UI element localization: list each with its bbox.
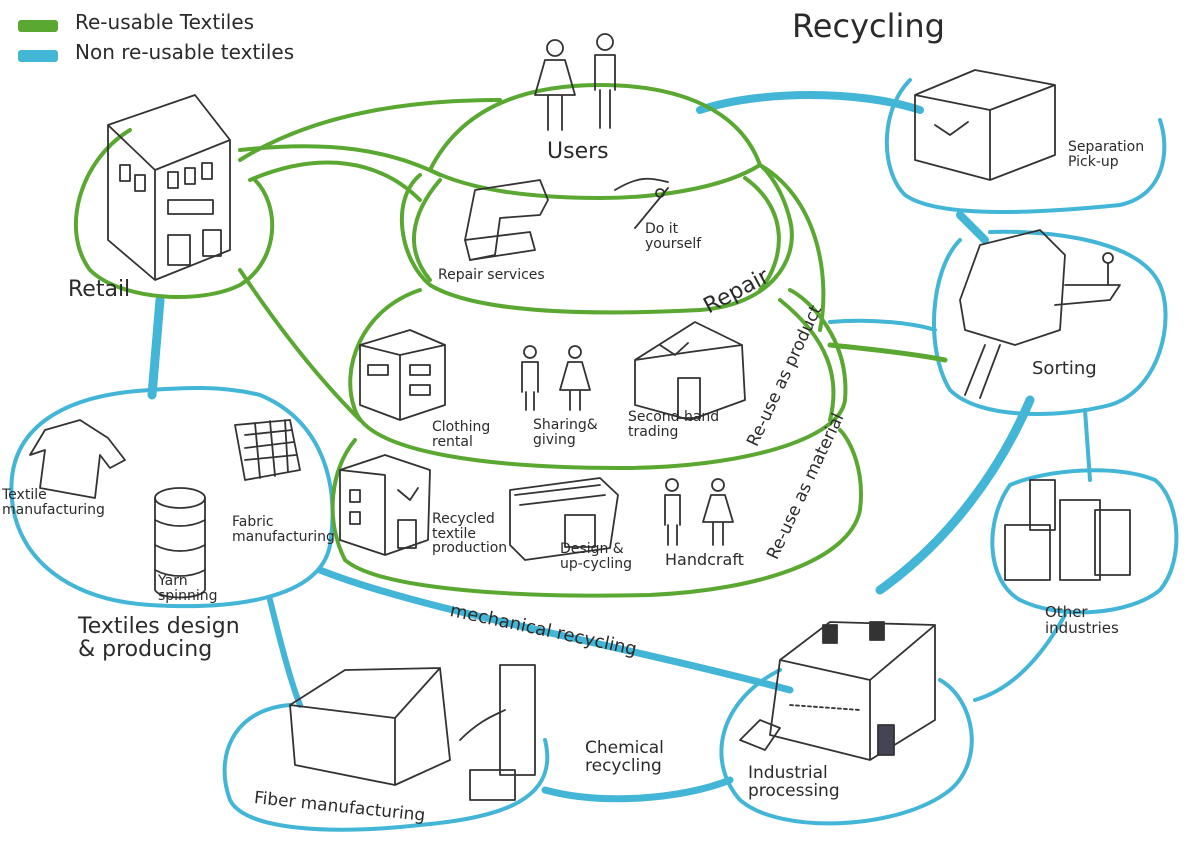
chemical-recycling-link [541, 776, 734, 803]
chemical-recycling-label: Chemical recycling [585, 738, 664, 776]
other-industries-loop [990, 468, 1179, 615]
other-industries-icon [1004, 479, 1131, 581]
textiles-design-label: Textiles design & producing [78, 614, 240, 663]
retail-to-users-link [238, 98, 502, 162]
retail-to-repair-link [248, 160, 422, 202]
separation-label: Separation Pick-up [1068, 139, 1145, 170]
retail-to-sharing-link [238, 268, 362, 422]
reusable-flows [74, 83, 948, 598]
other-industries-label: Other industries [1045, 603, 1119, 637]
repair-layer [399, 163, 794, 315]
recycle-box-icon [914, 69, 1056, 181]
handcraft-people-icon [664, 478, 734, 546]
rental-building-icon [359, 329, 446, 421]
retail-to-design-link [147, 295, 165, 400]
non-reusable-flows [9, 78, 1179, 832]
legend-reusable-label: Re-usable Textiles [75, 10, 255, 34]
factory-icon [739, 621, 936, 761]
diy-label: Do it yourself [645, 221, 702, 252]
second-hand-label: Second hand trading [628, 409, 720, 440]
building-icon [107, 94, 231, 281]
sharing-label: Sharing& giving [533, 417, 598, 448]
legend-nonreusable-label: Non re-usable textiles [75, 40, 295, 64]
retail-loop [74, 128, 275, 299]
legend-reusable-swatch [18, 20, 58, 32]
yarn-icon [154, 487, 206, 599]
textile-manufacturing-label: Textile manufacturing [2, 487, 105, 518]
users-layer [428, 83, 762, 200]
separation-to-sorting-link [956, 211, 989, 244]
shop-icon [509, 477, 619, 561]
clothing-rental-label: Clothing rental [432, 419, 491, 450]
sorting-loop [931, 229, 1168, 416]
inner-repair-left [412, 178, 442, 282]
sorting-to-other-link [1083, 408, 1092, 482]
yarn-spinning-label: Yarn spinning [158, 573, 218, 604]
inner-sharing-right [778, 298, 836, 422]
textiles-design-loop [9, 385, 335, 609]
repair-services-label: Repair services [438, 267, 545, 283]
separation-loop [884, 78, 1167, 214]
users-to-recycling-link [696, 91, 924, 114]
needle-icon [614, 177, 669, 229]
mechanical-recycling-link [316, 566, 794, 694]
industrial-processing-loop [719, 668, 974, 826]
sharing-layer [348, 288, 848, 470]
other-to-industrial-link [973, 613, 1067, 702]
retail-upper-link [238, 144, 442, 177]
fabric-icon [234, 419, 301, 481]
users-label: Users [547, 139, 609, 164]
design-to-fiber-link [267, 597, 303, 708]
users-to-sorting-link [758, 163, 826, 332]
sharing-people-icon [521, 345, 591, 411]
legend [18, 20, 58, 62]
shirt-icon [29, 419, 126, 499]
inner-repair-right [743, 176, 781, 292]
handcraft-label: Handcraft [665, 550, 744, 569]
fabric-manufacturing-label: Fabric manufacturing [232, 514, 335, 545]
design-upcycling-label: Design & up-cycling [560, 541, 633, 572]
legend-nonreusable-swatch [18, 50, 58, 62]
reuse-product-to-sorting-link [828, 318, 937, 332]
sewing-machine-icon [464, 179, 549, 261]
sorting-to-industrial-link [875, 395, 1035, 595]
material-layer [330, 428, 863, 598]
second-hand-house-icon [634, 321, 746, 421]
fiber-factory-icon [289, 664, 536, 801]
reuse-to-sorting-link [827, 342, 948, 363]
recycling-title: Recycling [792, 7, 945, 45]
industrial-processing-label: Industrial processing [748, 763, 840, 801]
sorting-label: Sorting [1032, 358, 1097, 379]
retail-label: Retail [68, 277, 131, 302]
recycled-textile-label: Recycled textile production [432, 511, 508, 557]
user-icon [534, 33, 616, 131]
recycled-building-icon [339, 454, 431, 556]
fiber-manufacturing-loop [222, 703, 550, 832]
sorting-building-icon [959, 229, 1121, 399]
